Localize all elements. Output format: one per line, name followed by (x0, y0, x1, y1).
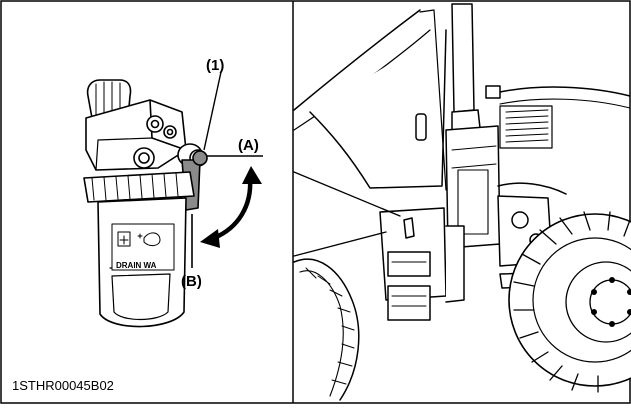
filter-bowl-label: DRAIN WA (116, 261, 157, 270)
rotation-arrow (200, 166, 262, 248)
tractor-side-illustration (293, 3, 631, 401)
figure-code: 1STHR00045B02 (12, 378, 114, 393)
position-b-label: (B) (181, 273, 202, 290)
fuel-filter-illustration (83, 79, 208, 328)
callout-1-label: (1) (206, 57, 224, 74)
position-a-label: (A) (238, 137, 259, 154)
callout-1-leader (203, 71, 222, 151)
